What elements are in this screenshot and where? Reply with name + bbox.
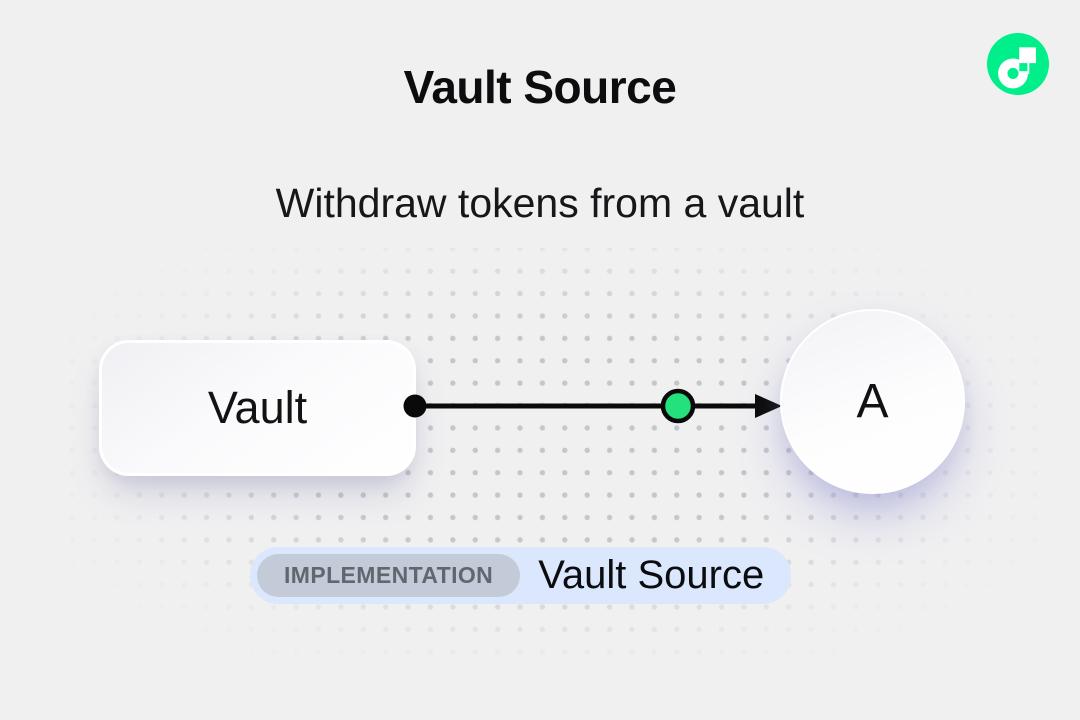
implementation-tag: IMPLEMENTATION xyxy=(257,554,521,597)
node-vault-label: Vault xyxy=(207,382,308,433)
edge-arrowhead-icon xyxy=(755,394,782,418)
flow-logo-icon xyxy=(987,33,1049,95)
token-dot xyxy=(660,388,696,424)
page-title: Vault Source xyxy=(403,61,677,113)
node-a: A xyxy=(780,309,965,494)
page-subtitle: Withdraw tokens from a vault xyxy=(275,180,805,226)
implementation-badge: IMPLEMENTATION Vault Source xyxy=(250,547,792,604)
node-a-label: A xyxy=(856,375,889,428)
implementation-label: Vault Source xyxy=(538,553,765,597)
edge-start-dot xyxy=(403,394,427,418)
node-vault: Vault xyxy=(99,340,416,476)
edge-arrow xyxy=(403,388,782,424)
